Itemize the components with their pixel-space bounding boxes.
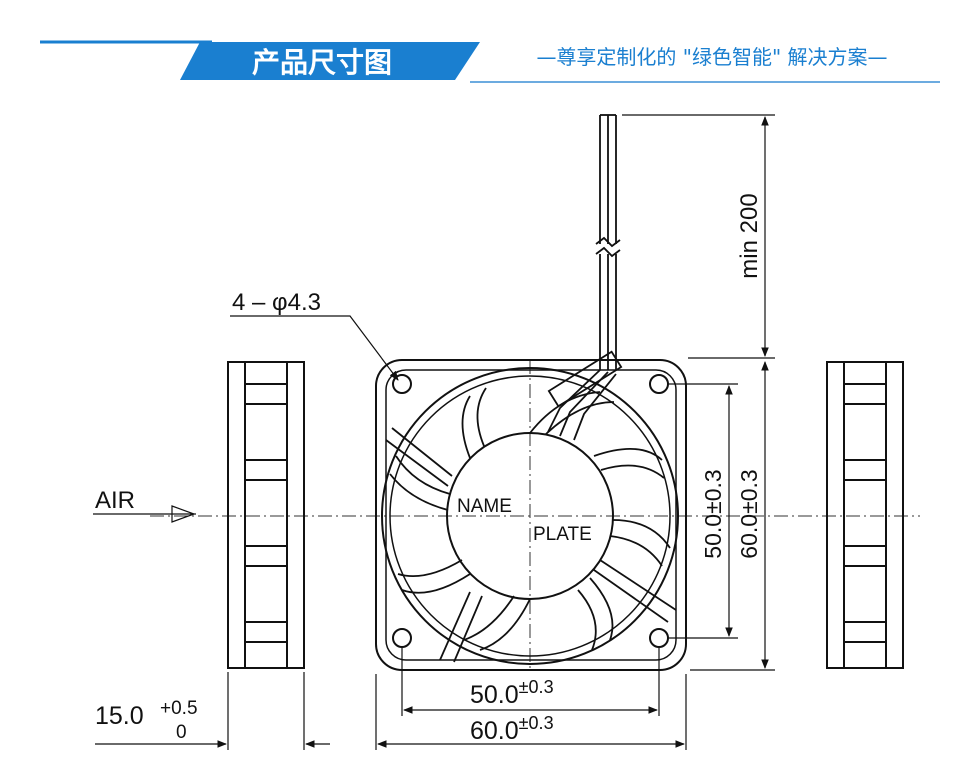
horizontal-dimensions: [375, 648, 687, 750]
height-vertical: 60.0±0.3: [736, 469, 762, 558]
mount-hole-tr: [649, 374, 669, 394]
fan-frame: [375, 359, 687, 671]
header-title-bg: [180, 42, 480, 80]
thickness-tol-upper: +0.5: [160, 698, 198, 719]
page-title: 产品尺寸图: [252, 46, 392, 79]
nameplate-line2: PLATE: [533, 524, 592, 545]
fan-blades: [389, 387, 671, 651]
air-label: AIR: [95, 487, 135, 514]
fan-struts: [385, 427, 677, 663]
side-view-left: [227, 361, 305, 669]
nameplate-line1: NAME: [457, 496, 512, 517]
fan-front-view: [375, 359, 687, 671]
header-banner: 产品尺寸图 —尊享定制化的 "绿色智能" 解决方案—: [40, 40, 940, 83]
mount-hole-bl: [392, 628, 412, 648]
holes-callout: 4 – φ4.3: [232, 289, 321, 316]
hole-pitch-horizontal: 50.0±0.3: [470, 677, 554, 709]
vertical-dimensions: [668, 361, 775, 671]
width-horizontal: 60.0±0.3: [470, 713, 554, 745]
side-view-right: [826, 361, 904, 669]
thickness-value: 15.0: [95, 702, 144, 730]
thickness-tol-lower: 0: [176, 722, 187, 743]
cable-length-dimension: [622, 114, 775, 359]
cable-length-label: min 200: [736, 193, 763, 278]
fan-shroud: [381, 367, 679, 665]
mount-hole-br: [649, 628, 669, 648]
hole-pitch-vertical: 50.0±0.3: [700, 469, 726, 558]
lead-wire-cable: [547, 114, 623, 441]
holes-leader-line: [230, 315, 399, 381]
mount-hole-tl: [392, 374, 412, 394]
air-arrow-icon: [171, 505, 196, 523]
header-subtitle: —尊享定制化的 "绿色智能" 解决方案—: [536, 45, 887, 69]
thickness-dimension: [95, 672, 330, 750]
